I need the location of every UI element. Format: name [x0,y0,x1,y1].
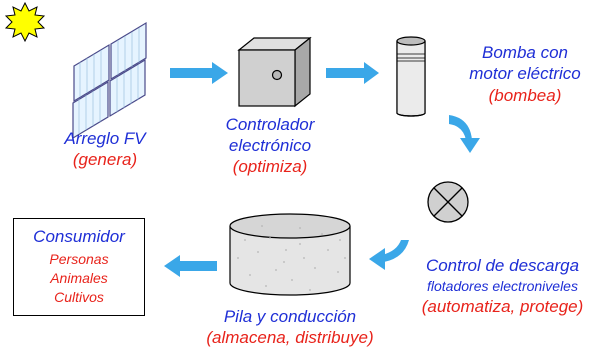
array-role: (genera) [72,150,138,169]
discharge-subtitle: flotadores electroniveles [427,278,578,294]
controller-title-line2: electrónico [228,136,312,155]
tank-texture [237,225,346,291]
pump-icon [396,36,426,117]
arrow-right-icon [170,62,228,84]
consumer-item: Animales [50,270,108,286]
sun-icon [4,1,46,43]
consumer-item: Cultivos [54,289,104,305]
arrow-left-icon [164,255,217,277]
arrow-right-icon [326,62,379,84]
storage-tank-icon [229,213,351,296]
pump-title-line2: motor eléctrico [469,64,581,83]
consumer-item: Personas [49,251,109,267]
controller-box-icon [237,36,312,108]
discharge-title: Control de descarga [425,256,580,275]
curved-arrow-left-icon [369,240,409,270]
storage-role: (almacena, distribuye) [206,328,374,347]
pump-title-line1: Bomba con [482,43,568,62]
controller-title-line1: Controlador [225,115,315,134]
array-title: Arreglo FV [64,129,146,148]
storage-title: Pila y conducción [223,307,357,326]
consumer-box: Consumidor Personas Animales Cultivos [13,218,145,316]
controller-role: (optimiza) [232,157,308,176]
pump-role: (bombea) [488,86,562,105]
consumer-title: Consumidor [33,227,125,246]
curved-arrow-down-icon [449,115,480,153]
discharge-role: (automatiza, protege) [421,297,584,316]
valve-icon [427,181,469,223]
solar-panel-array-icon [72,21,147,140]
